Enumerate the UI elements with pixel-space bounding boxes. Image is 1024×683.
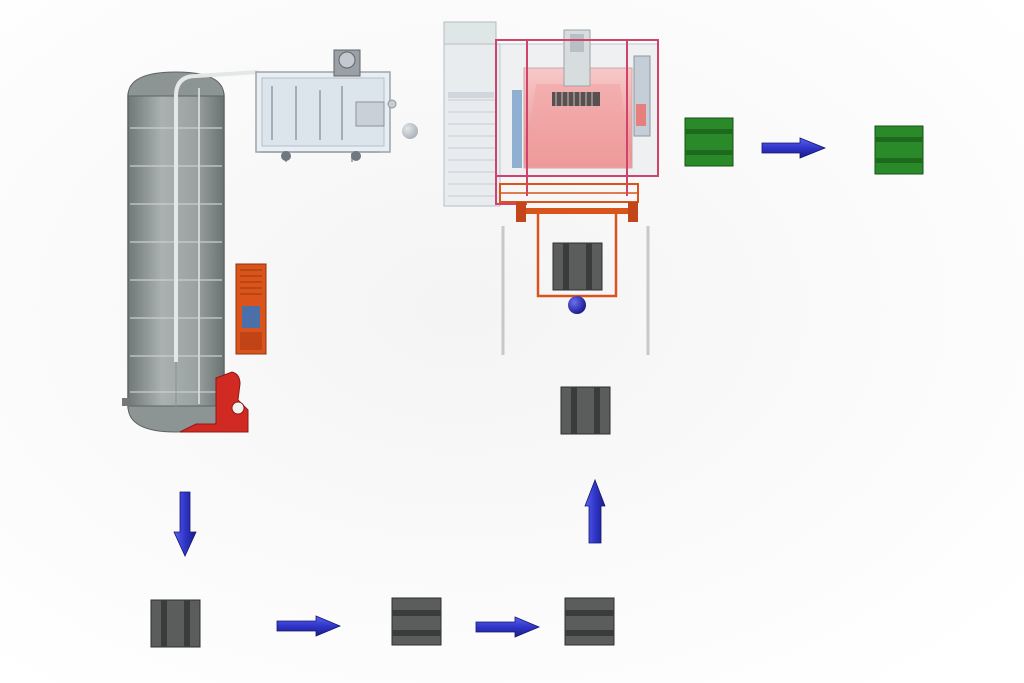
vessel-pipe bbox=[174, 70, 259, 362]
treatment-skid bbox=[255, 49, 418, 162]
arrow-icon bbox=[276, 615, 342, 637]
green-block-output-2 bbox=[874, 125, 924, 175]
guide-rails bbox=[501, 226, 650, 355]
pallet-block-loader bbox=[552, 242, 603, 291]
treatment-chamber bbox=[443, 21, 659, 207]
pallet-block-bottom-middle bbox=[391, 597, 442, 646]
arrow-icon bbox=[173, 491, 197, 557]
storage-vessel bbox=[122, 70, 259, 433]
vessel-red-bracket bbox=[179, 371, 249, 433]
pallet-block-bottom-right bbox=[564, 597, 615, 646]
pallet-block-bottom-left bbox=[150, 599, 201, 648]
arrow-icon bbox=[761, 137, 827, 159]
chamber-frame-outline bbox=[495, 39, 659, 177]
pallet-block-rising bbox=[560, 386, 611, 435]
side-equipment-unit bbox=[235, 263, 267, 355]
arrow-icon bbox=[475, 616, 541, 638]
arrow-icon bbox=[584, 478, 606, 544]
blue-sphere-marker bbox=[568, 296, 586, 314]
grey-sphere-marker bbox=[402, 123, 418, 139]
green-block-output-1 bbox=[684, 117, 734, 167]
